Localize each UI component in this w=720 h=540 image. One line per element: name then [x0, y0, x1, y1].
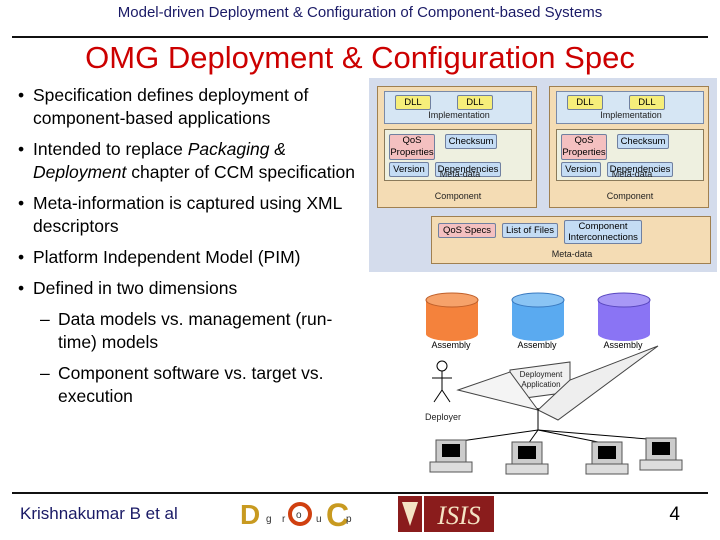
bullet-text: Defined in two dimensions — [33, 278, 238, 298]
isis-logo: ISIS — [398, 496, 494, 532]
bullet-text: Platform Independent Model (PIM) — [33, 247, 301, 267]
list-of-files-chip: List of Files — [502, 223, 558, 238]
component-label: Component — [606, 191, 654, 201]
assembly-cylinder-orange — [425, 292, 479, 341]
qos-properties-chip: QoS Properties — [561, 134, 607, 160]
implementation-label: Implementation — [600, 110, 662, 120]
header-divider — [12, 36, 708, 38]
bullet-text: Intended to replace — [33, 139, 188, 159]
svg-text:u: u — [316, 514, 322, 525]
bullet-item: Intended to replace Packaging & Deployme… — [18, 138, 368, 184]
deployer-label: Deployer — [424, 412, 462, 422]
page-number: 4 — [669, 504, 680, 525]
component-box-left: DLL DLL Implementation QoS Properties Ch… — [377, 86, 537, 208]
component-box-right: DLL DLL Implementation QoS Properties Ch… — [549, 86, 709, 208]
svg-text:r: r — [282, 514, 286, 525]
implementation-box: DLL DLL Implementation — [556, 91, 704, 124]
deployment-graphic — [425, 292, 683, 475]
component-diagram: DLL DLL Implementation QoS Properties Ch… — [369, 78, 717, 272]
meta-data-label: Meta-data — [439, 169, 481, 179]
assembly-label: Assembly — [603, 340, 643, 350]
dll-chip: DLL — [457, 95, 493, 110]
svg-text:D: D — [240, 499, 260, 530]
assembly-cylinder-purple — [597, 292, 651, 341]
assembly-label: Assembly — [431, 340, 471, 350]
computer-icon — [429, 439, 473, 473]
implementation-label: Implementation — [428, 110, 490, 120]
bullet-text: Meta-information is captured using XML d… — [33, 193, 342, 236]
bullet-text: Specification defines deployment of comp… — [33, 85, 309, 128]
bullet-item: Defined in two dimensions — [18, 277, 368, 300]
dll-chip: DLL — [395, 95, 431, 110]
checksum-chip: Checksum — [445, 134, 497, 149]
deployer-figure — [432, 360, 452, 403]
deployment-application-shape — [456, 345, 659, 421]
bullet-text: chapter of CCM specification — [126, 162, 355, 182]
component-label: Component — [434, 191, 482, 201]
svg-text:o: o — [296, 510, 302, 521]
bullet-list: Specification defines deployment of comp… — [18, 84, 368, 416]
qos-specs-chip: QoS Specs — [438, 223, 496, 238]
assembly-cylinder-blue — [511, 292, 565, 341]
sub-bullet-text: Data models vs. management (run-time) mo… — [58, 309, 333, 352]
checksum-chip: Checksum — [617, 134, 669, 149]
computer-icon — [585, 441, 629, 475]
meta-data-label: Meta-data — [611, 169, 653, 179]
deployment-application-label: Deployment Application — [519, 370, 563, 389]
meta-data-label: Meta-data — [551, 249, 593, 259]
author-label: Krishnakumar B et al — [20, 504, 178, 523]
dll-chip: DLL — [629, 95, 665, 110]
bullet-item: Specification defines deployment of comp… — [18, 84, 368, 130]
header-title: Model-driven Deployment & Configuration … — [117, 4, 603, 21]
version-chip: Version — [389, 162, 429, 177]
computer-icon — [639, 437, 683, 471]
assembly-metadata-box: QoS Specs List of Files Component Interc… — [431, 216, 711, 264]
dll-chip: DLL — [567, 95, 603, 110]
svg-text:p: p — [346, 514, 352, 525]
dependencies-chip: Dependencies — [607, 162, 673, 177]
bullet-emphasis: Packaging & Deployment — [33, 139, 286, 182]
version-chip: Version — [561, 162, 601, 177]
metadata-box: QoS Properties Checksum Version Dependen… — [556, 129, 704, 181]
metadata-box: QoS Properties Checksum Version Dependen… — [384, 129, 532, 181]
svg-text:ISIS: ISIS — [436, 501, 480, 530]
assembly-label: Assembly — [517, 340, 557, 350]
slide-title: OMG Deployment & Configuration Spec — [85, 40, 635, 75]
implementation-box: DLL DLL Implementation — [384, 91, 532, 124]
dependencies-chip: Dependencies — [435, 162, 501, 177]
sub-bullet-item: –Data models vs. management (run-time) m… — [40, 309, 333, 352]
sub-bullet-text: Component software vs. target vs. execut… — [58, 363, 324, 406]
deployment-arrows — [453, 429, 661, 445]
qos-properties-chip: QoS Properties — [389, 134, 435, 160]
svg-text:g: g — [266, 514, 272, 525]
computer-icon — [505, 441, 549, 475]
bullet-item: Platform Independent Model (PIM) — [18, 246, 368, 269]
bullet-item: Meta-information is captured using XML d… — [18, 192, 368, 238]
component-interconnections-chip: Component Interconnections — [564, 220, 642, 244]
deployment-diagram: Assembly Assembly Assembly Deployment Ap… — [398, 290, 720, 480]
footer: Krishnakumar B et al D g r o u C p ISIS … — [12, 492, 708, 538]
sub-bullet-item: –Component software vs. target vs. execu… — [40, 363, 324, 406]
doc-group-logo: D g r o u C p — [240, 497, 352, 532]
footer-divider — [12, 492, 708, 494]
svg-text:C: C — [326, 497, 349, 532]
